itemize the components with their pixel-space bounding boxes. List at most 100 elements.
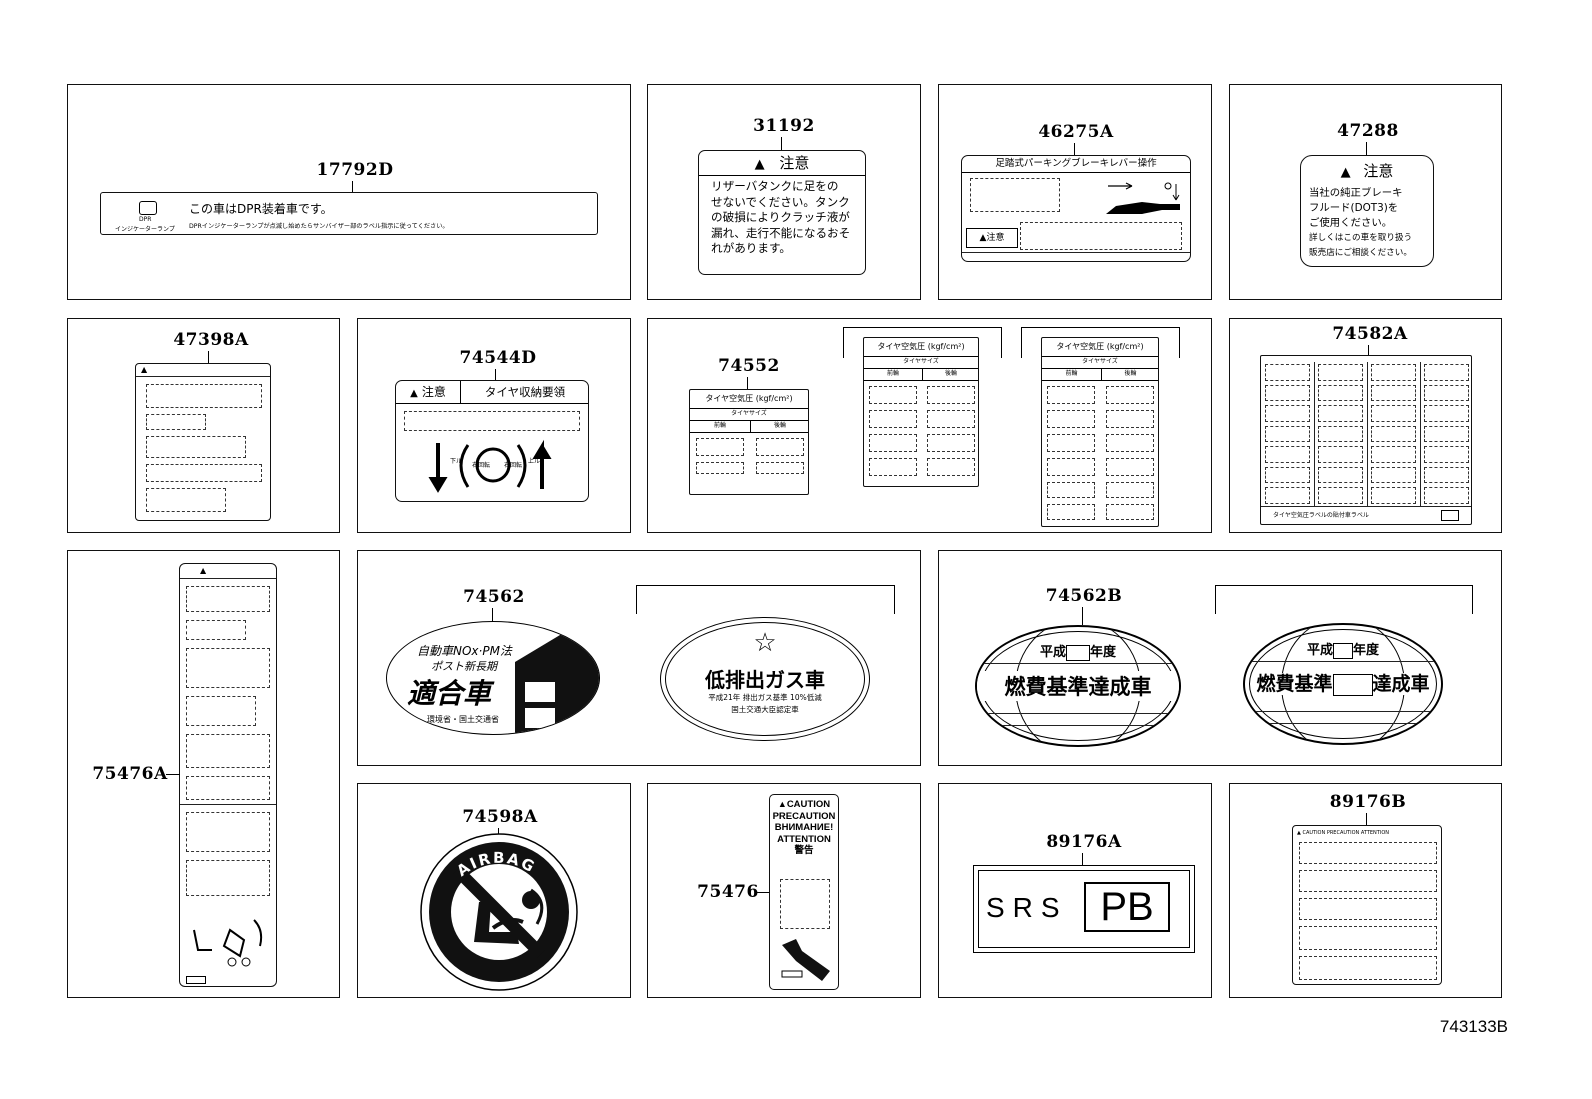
column-header: 前輪: [690, 420, 751, 433]
placeholder-cell: [1265, 446, 1310, 463]
airbag-warning-icon: AIRBAG: [420, 833, 578, 991]
ellipse-emblem-74562: 自動車NOx·PM法 ポスト新長期 適合車 環境省・国土交通省: [386, 621, 600, 735]
globe-emblem-74562B: 平成年度 燃費基準達成車: [975, 625, 1181, 747]
caution-text: CAUTION PRECAUTION ATTENTION: [1302, 830, 1389, 836]
placeholder-cell: [1047, 504, 1095, 520]
year-blank-box: [1333, 642, 1353, 659]
column-header: 後輪: [750, 420, 808, 433]
placeholder-cell: [869, 434, 917, 452]
placeholder-cell: [1047, 410, 1095, 428]
dpr-indicator-icon: [139, 201, 157, 215]
emblem-title: 適合車: [407, 677, 492, 710]
leader-line: [1082, 853, 1083, 865]
year-suffix: 年度: [1353, 643, 1380, 658]
panel-74562B: 74562B 平成年度 燃費基準達成車 平成年度 燃費基準達成車: [938, 550, 1502, 766]
placeholder-text-block: [186, 860, 270, 896]
label-footer: タイヤ空気圧ラベルの貼付車ラベル: [1273, 512, 1369, 519]
caution-header: ▲ 注意: [699, 151, 865, 176]
year-suffix: 年度: [1090, 645, 1117, 660]
label-31192: ▲ 注意 リザーバタンクに足をの せないでください。タンク の破損によりクラッチ…: [698, 150, 866, 275]
placeholder-text-block: [1299, 956, 1437, 980]
placeholder-text-block: [146, 436, 246, 458]
year-row: 平成年度: [1245, 639, 1441, 659]
placeholder-cell: [1318, 405, 1363, 422]
placeholder-cell: [756, 462, 804, 474]
wheel-icon: [475, 447, 511, 483]
globe-emblem-74562B-variant: 平成年度 燃費基準達成車: [1243, 623, 1443, 745]
leader-line: [352, 181, 353, 193]
label-text-line: この車はDPR装着車です。: [189, 202, 333, 216]
caution-text: PRECAUTION: [772, 810, 836, 822]
placeholder-text-block: [186, 696, 256, 726]
placeholder-cell: [1424, 487, 1469, 504]
placeholder-text-block: [1299, 870, 1437, 892]
placeholder-cell: [696, 438, 744, 456]
placeholder-cell: [1106, 410, 1154, 428]
label-header-row: ▲注意 タイヤ収納要領: [396, 381, 588, 404]
blank-box: [1332, 673, 1373, 696]
placeholder-cell: [1424, 425, 1469, 443]
part-number-75476: 75476: [697, 882, 759, 902]
tire-stowage-diagram: 下ル 上ル 右回転 右回転: [428, 439, 552, 493]
label-46275A: 足踏式パーキングブレーキレバー操作 ▲注意: [961, 155, 1191, 262]
rotation-label: 右回転: [504, 461, 522, 469]
part-number-74582A: 74582A: [1332, 324, 1408, 344]
globe-parallel: [977, 725, 1179, 726]
label-75476A: ▲: [179, 563, 277, 987]
part-number-46275A: 46275A: [1038, 122, 1114, 142]
part-number-31192: 31192: [753, 116, 815, 136]
panel-74582A: 74582A タイヤ空気圧ラベルの貼付車ラベル: [1229, 318, 1502, 533]
placeholder-text-block: [146, 464, 262, 482]
column-header: 後輪: [922, 368, 978, 381]
icon-caption: インジケーターランプ: [115, 226, 175, 233]
panel-46275A: 46275A 足踏式パーキングブレーキレバー操作 ▲注意: [938, 84, 1212, 300]
part-number-74562B: 74562B: [1045, 586, 1123, 606]
placeholder-cell: [1106, 482, 1154, 498]
placeholder-shape: [780, 879, 830, 929]
warning-triangle-icon: ▲: [754, 157, 765, 172]
variant-bracket: [1215, 585, 1473, 614]
down-label: 下ル: [450, 458, 462, 465]
panel-74552: 74552 タイヤ空気圧 (kgf/cm²) タイヤサイズ 前輪 後輪 タイヤ空…: [647, 318, 1212, 533]
label-title: タイヤ空気圧 (kgf/cm²): [864, 338, 978, 357]
placeholder-text-block: [1020, 222, 1182, 250]
up-arrow-icon: [532, 439, 552, 489]
placeholder-cell: [1371, 446, 1416, 463]
placeholder-cell: [1424, 405, 1469, 422]
inner-frame: [978, 870, 1190, 948]
placeholder-cell: [1047, 386, 1095, 404]
placeholder-cell: [1265, 384, 1310, 402]
label-89176A: SRS PB: [973, 865, 1195, 953]
variant-bracket: [1021, 327, 1180, 358]
part-number-74544D: 74544D: [459, 348, 537, 368]
panel-31192: 31192 ▲ 注意 リザーバタンクに足をの せないでください。タンク の破損に…: [647, 84, 921, 300]
placeholder-text-block: [186, 776, 270, 800]
caution-text: ATTENTION: [777, 833, 831, 845]
placeholder-cell: [1371, 487, 1416, 504]
caution-title: 注意: [986, 233, 1005, 243]
placeholder-cell: [1424, 384, 1469, 402]
placeholder-text-block: [1299, 926, 1437, 950]
globe-parallel: [1245, 711, 1441, 712]
placeholder-cell: [1424, 446, 1469, 463]
emblem-title-row: 燃費基準達成車: [1245, 669, 1441, 696]
caution-title: 注意: [1363, 162, 1394, 180]
emblem-text: 国土交通大臣認定車: [731, 705, 799, 714]
placeholder-text-block: [186, 812, 270, 852]
placeholder-cell: [1318, 364, 1363, 381]
panel-47288: 47288 ▲ 注意 当社の純正ブレーキ フルード(DOT3)を ご使用ください…: [1229, 84, 1502, 300]
placeholder-cell: [1371, 384, 1416, 402]
label-89176B: ▲ CAUTION PRECAUTION ATTENTION: [1292, 825, 1442, 985]
emblem-title: 燃費基準: [1256, 673, 1333, 695]
pedal-diagram: [1102, 180, 1182, 218]
divider: [962, 252, 1190, 253]
srs-text: SRS: [986, 892, 1068, 923]
placeholder-cell: [1047, 458, 1095, 476]
placeholder-cell: [927, 410, 975, 428]
caution-title: 注意: [421, 385, 446, 399]
footer-box: [186, 976, 206, 984]
placeholder-text-block: [970, 178, 1060, 212]
placeholder-cell: [1371, 405, 1416, 422]
divider: [180, 578, 276, 579]
part-number-74598A: 74598A: [462, 807, 538, 827]
